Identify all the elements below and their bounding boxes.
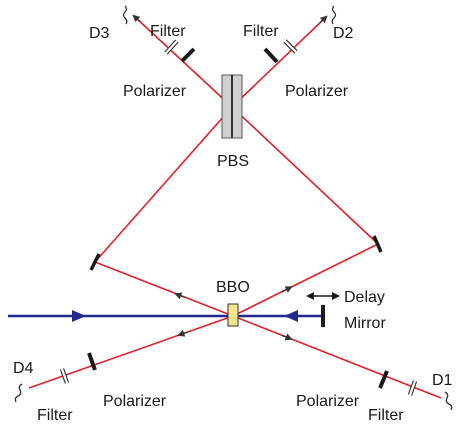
label-filter-bottom-left: Filter: [37, 407, 73, 424]
label-polarizer-top-left: Polarizer: [123, 83, 187, 100]
beam-bbo-to-d1: [232, 315, 442, 399]
pump-arrow-return: [284, 310, 298, 322]
label-polarizer-bottom-right: Polarizer: [296, 393, 360, 410]
pump-arrow-forward: [72, 310, 86, 322]
label-d2: D2: [333, 25, 354, 42]
label-pbs: PBS: [217, 153, 249, 170]
filter-top-right: [283, 39, 298, 54]
detector-d2-icon: [331, 5, 337, 25]
beam-pbs-to-d2: [231, 16, 327, 108]
filter-bottom-right: [407, 380, 418, 396]
arrow-to-right-mirror-mark: [281, 286, 293, 293]
arrow-to-d4-mark: [177, 329, 189, 337]
label-filter-top-right: Filter: [243, 23, 279, 40]
label-d1: D1: [432, 372, 453, 389]
label-filter-top-left: Filter: [150, 23, 186, 40]
left-mirror: [89, 253, 101, 271]
beam-right-mirror-to-pbs: [231, 106, 379, 245]
label-bbo: BBO: [216, 279, 250, 296]
detector-d4-icon: [14, 383, 23, 403]
bbo-crystal: [227, 303, 239, 327]
beam-left-mirror-to-pbs: [94, 106, 233, 263]
arrow-to-d2-mark: [319, 15, 328, 24]
label-polarizer-bottom-left: Polarizer: [103, 393, 167, 410]
delay-arrow-right-head: [332, 292, 340, 300]
arrow-to-left-mirror-mark: [174, 292, 186, 300]
arrow-to-d3-mark: [132, 14, 141, 23]
label-filter-bottom-right: Filter: [368, 407, 404, 424]
detector-d3-icon: [122, 5, 128, 25]
filter-bottom-left: [59, 368, 70, 384]
beam-bbo-to-d4: [28, 315, 234, 389]
filter-top-left: [164, 39, 179, 55]
label-d3: D3: [89, 25, 110, 42]
right-mirror: [372, 235, 383, 253]
label-mirror: Mirror: [344, 315, 386, 332]
arrow-to-d1-mark: [281, 333, 293, 341]
beam-bbo-to-right-mirror: [232, 243, 379, 317]
label-polarizer-top-right: Polarizer: [285, 83, 349, 100]
beam-bbo-to-left-mirror: [94, 261, 234, 317]
delay-arrow-left-head: [306, 292, 314, 300]
polarizer-top-right: [263, 47, 279, 64]
label-d4: D4: [13, 360, 34, 377]
detector-d1-icon: [444, 391, 453, 411]
polarizer-bottom-right: [378, 370, 389, 389]
polarizer-bottom-left: [87, 352, 97, 371]
label-delay: Delay: [344, 289, 385, 306]
polarizer-top-left: [180, 47, 196, 63]
